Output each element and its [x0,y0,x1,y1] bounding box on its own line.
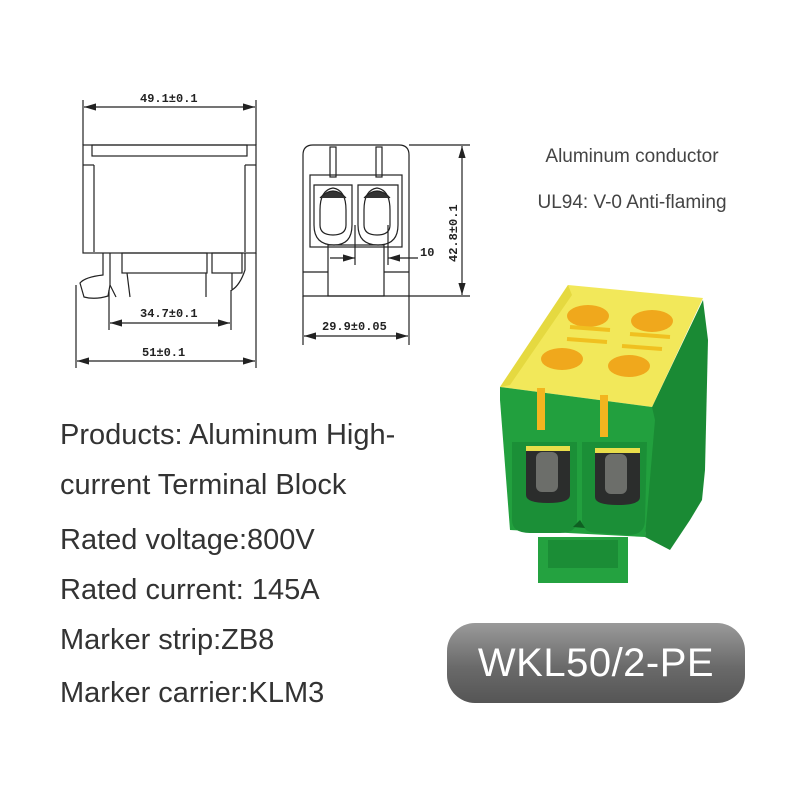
dim-front-width: 29.9±0.05 [322,320,387,334]
side-view-drawing [75,100,257,368]
dim-base-width: 51±0.1 [142,346,185,360]
model-number: WKL50/2-PE [477,640,715,685]
feature-flame-rating: UL94: V-0 Anti-flaming [537,192,727,213]
technical-drawing: 49.1±0.1 34.7±0.1 51±0.1 10 29.9±0.05 42… [75,92,470,368]
rated-voltage: Rated voltage:800V [60,524,315,556]
marker-carrier: Marker carrier:KLM3 [60,677,325,709]
product-title-line1: Products: Aluminum High- [60,419,396,451]
dim-top-width: 49.1±0.1 [140,92,198,106]
model-badge: WKL50/2-PE [447,623,745,703]
dim-offset: 10 [420,246,434,260]
dim-height: 42.8±0.1 [447,204,461,262]
product-image [500,285,708,583]
product-title-line2: current Terminal Block [60,469,347,501]
feature-conductor: Aluminum conductor [545,146,719,167]
rated-current: Rated current: 145A [60,574,320,606]
front-view-drawing [302,144,470,345]
marker-strip: Marker strip:ZB8 [60,624,275,656]
dim-rail-width: 34.7±0.1 [140,307,198,321]
